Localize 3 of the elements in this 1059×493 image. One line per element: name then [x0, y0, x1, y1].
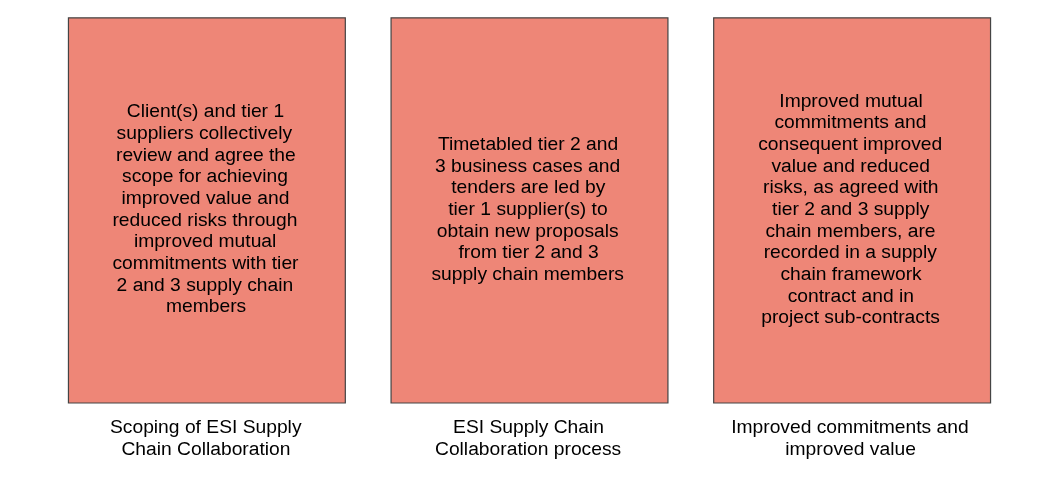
node-label: ESI Supply Chain Collaboration process	[435, 415, 622, 459]
node-label: Improved commitments and improved value	[731, 415, 969, 459]
node-label: Scoping of ESI Supply Chain Collaboration	[109, 415, 302, 459]
